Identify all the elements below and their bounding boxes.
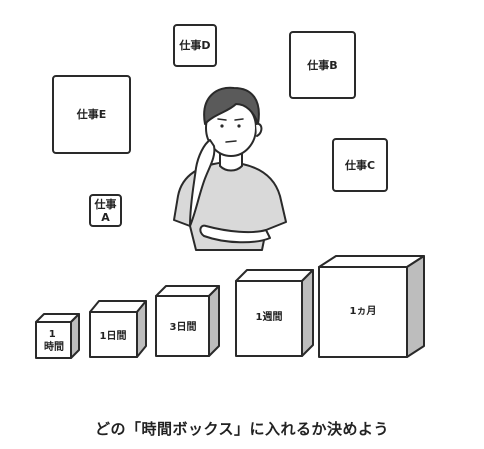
task-card-a: 仕事 A bbox=[89, 194, 122, 227]
time-box-1-hour-label: 1 時間 bbox=[44, 329, 64, 353]
thinking-person-illustration bbox=[173, 86, 287, 251]
time-box-1-month-label: 1ヵ月 bbox=[350, 305, 377, 317]
task-card-d: 仕事D bbox=[173, 24, 217, 67]
time-box-1-hour bbox=[35, 313, 80, 359]
time-box-3-days bbox=[155, 285, 220, 357]
caption: どの「時間ボックス」に入れるか決めよう bbox=[94, 420, 390, 438]
task-card-e: 仕事E bbox=[52, 75, 131, 154]
time-box-1-week-label: 1週間 bbox=[256, 311, 283, 323]
time-box-1-month bbox=[318, 255, 425, 358]
task-card-b: 仕事B bbox=[289, 31, 356, 99]
time-box-1-week bbox=[235, 269, 314, 357]
time-box-1-day-label: 1日間 bbox=[100, 330, 127, 342]
time-box-3-days-label: 3日間 bbox=[170, 321, 197, 333]
time-box-1-day bbox=[89, 300, 147, 358]
task-card-c: 仕事C bbox=[332, 138, 388, 192]
